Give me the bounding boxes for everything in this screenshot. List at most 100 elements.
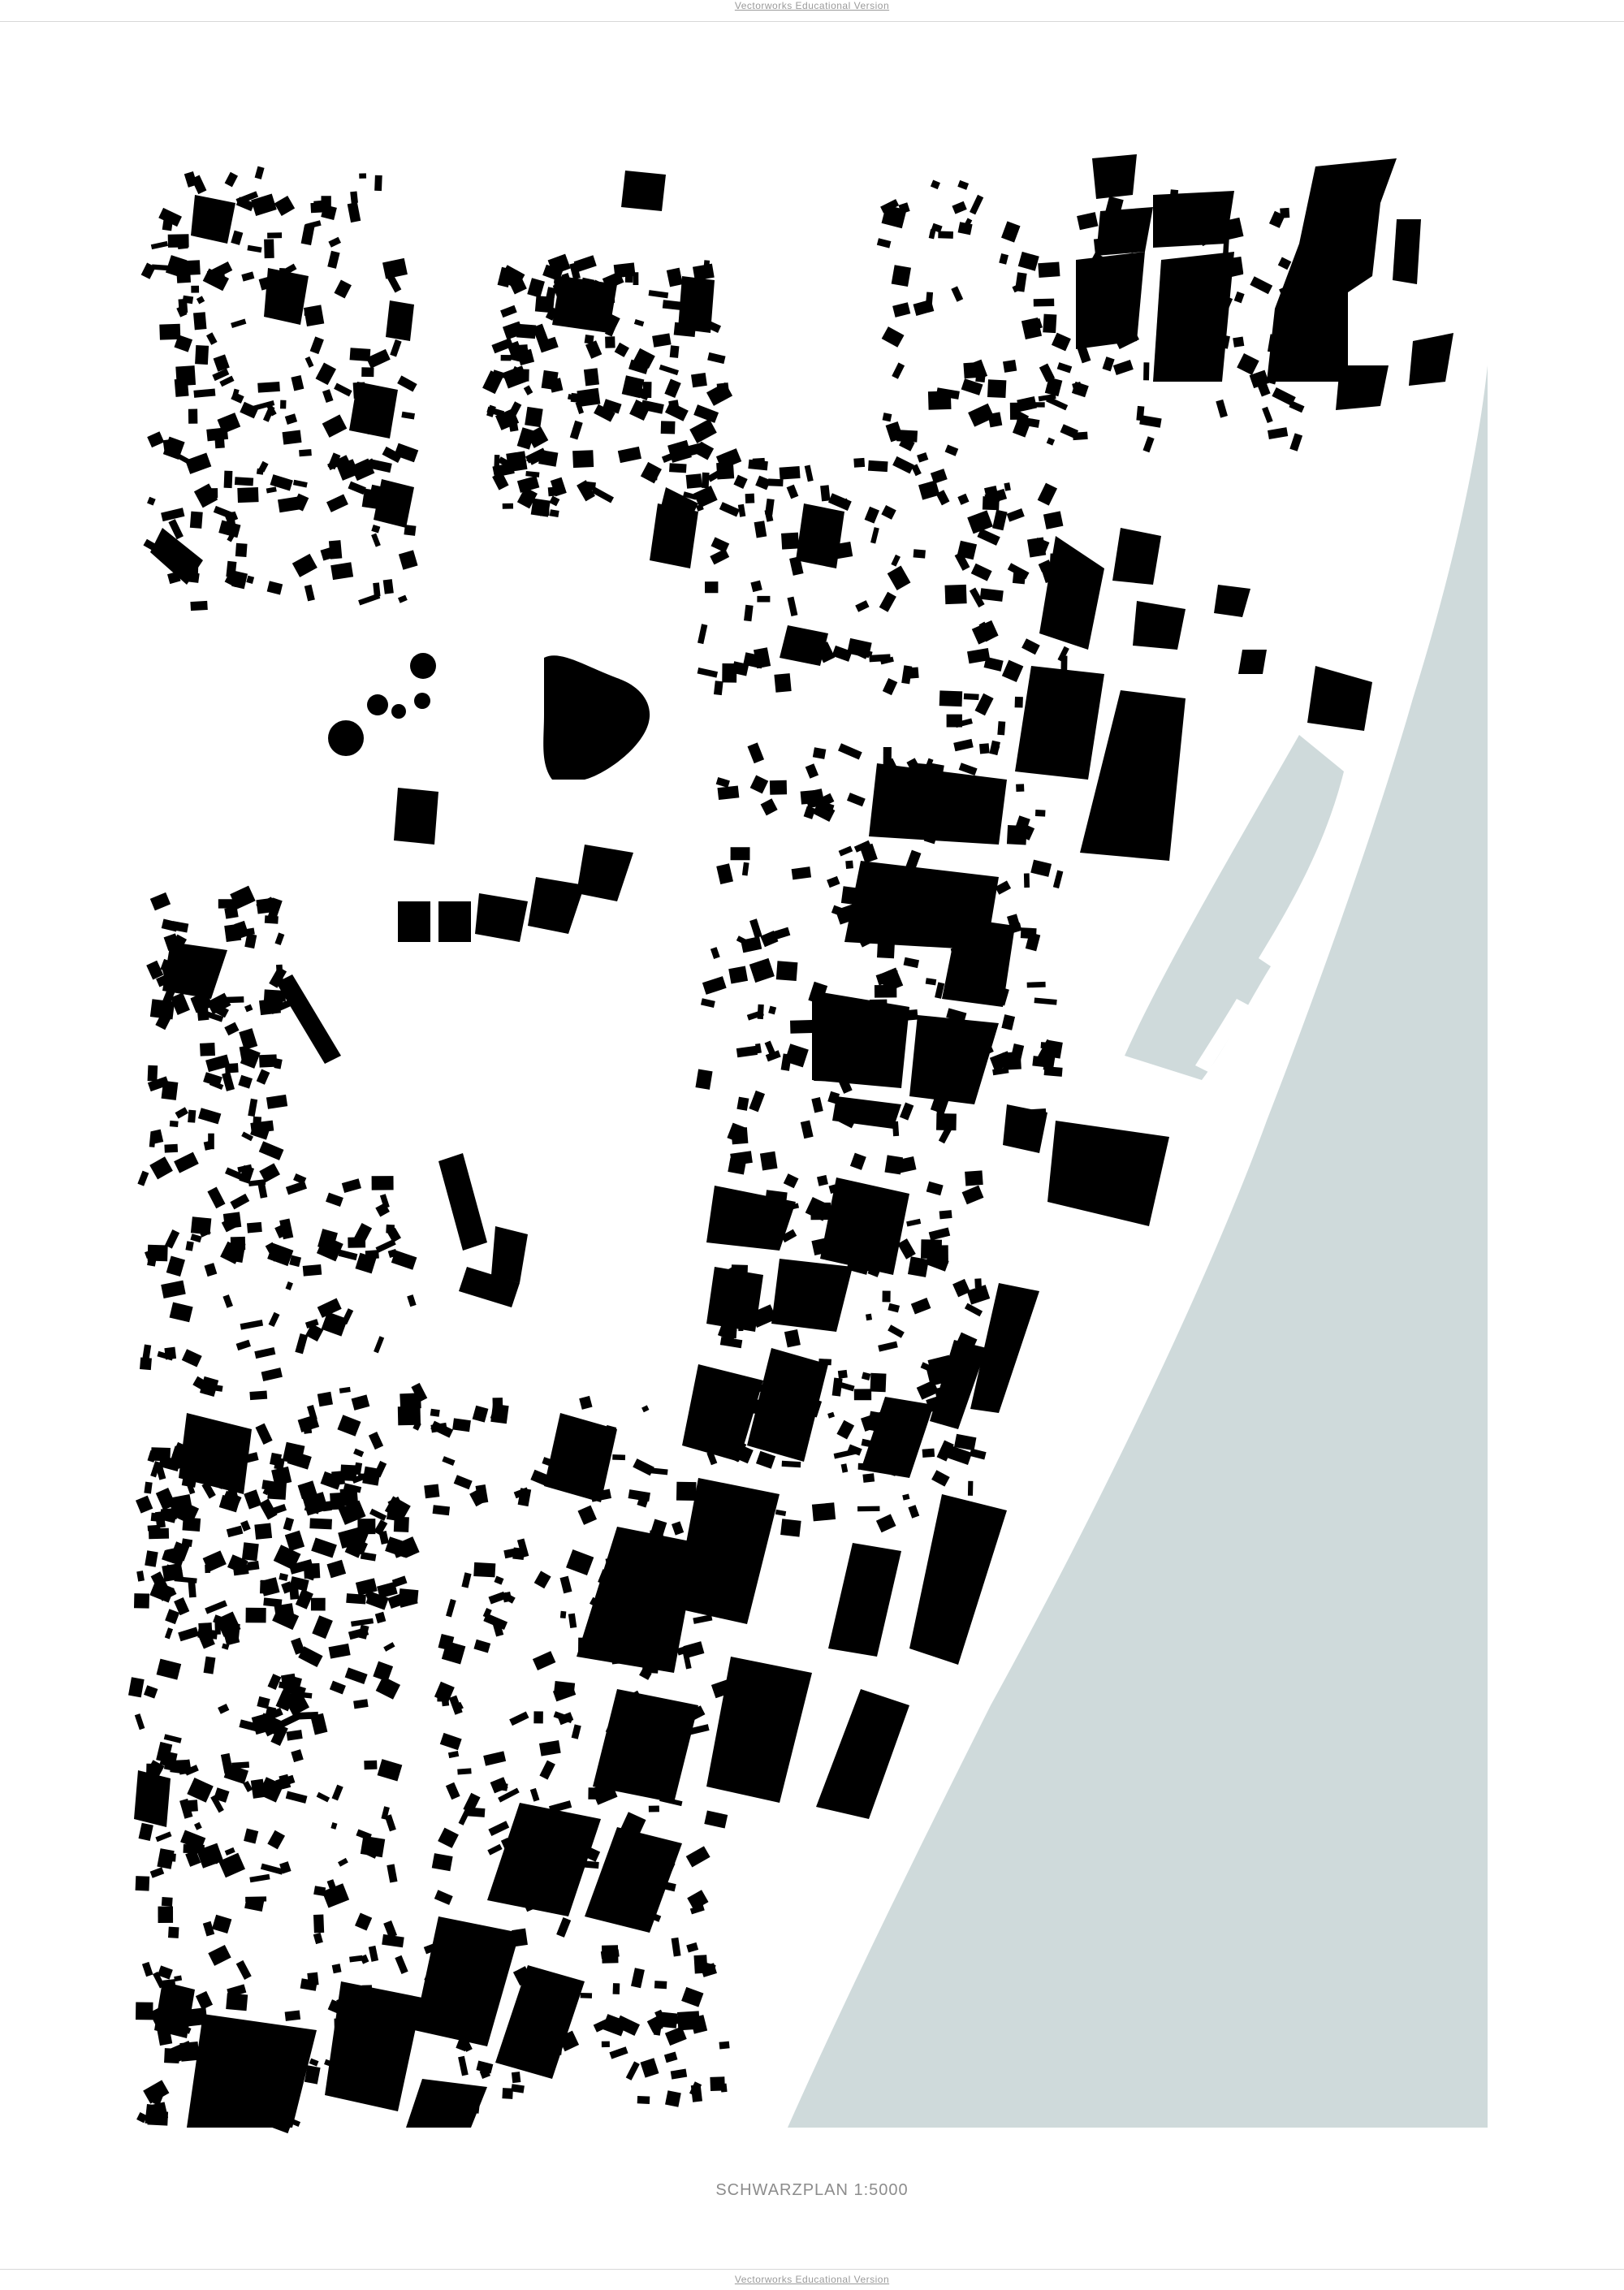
- building-footprint-small: [992, 509, 1008, 531]
- building-footprint-small: [488, 1821, 510, 1836]
- building-footprint-small: [247, 1561, 260, 1571]
- building-footprint-small: [689, 418, 717, 443]
- building-footprint-small: [374, 1336, 385, 1354]
- building-footprint-small: [990, 744, 1000, 755]
- building-footprint-small: [189, 511, 203, 529]
- building-footprint-small: [926, 1364, 948, 1386]
- building-footprint-small: [350, 191, 358, 204]
- building-footprint-small: [892, 1121, 900, 1137]
- building-footprint-small: [1044, 377, 1063, 397]
- building-footprint-small: [937, 1086, 955, 1098]
- building-footprint-small: [814, 1071, 831, 1082]
- building-footprint-small: [1154, 198, 1170, 212]
- building-footprint-small: [270, 1503, 287, 1515]
- building-footprint-small: [304, 309, 313, 316]
- building-footprint-small: [928, 229, 936, 240]
- building-footprint-small: [755, 1450, 776, 1469]
- building-footprint-small: [374, 1460, 387, 1478]
- building-footprint-small: [738, 1322, 744, 1332]
- building-footprint-small: [391, 1541, 403, 1558]
- building-footprint-small: [838, 743, 862, 760]
- building-footprint-small: [784, 1365, 808, 1383]
- building-footprint-small: [162, 985, 177, 1007]
- building-footprint-small: [430, 1420, 454, 1438]
- building-footprint-small: [661, 450, 681, 464]
- building-footprint-small: [226, 1481, 240, 1502]
- building-footprint-small: [920, 786, 938, 802]
- building-footprint-small: [349, 1955, 363, 1963]
- building-footprint-small: [974, 1278, 982, 1288]
- building-footprint-small: [849, 1152, 866, 1170]
- building-footprint-small: [590, 303, 610, 319]
- building-footprint-small: [952, 1349, 975, 1370]
- building-footprint-small: [258, 1141, 284, 1160]
- building-footprint-small: [992, 1067, 1009, 1076]
- building-footprint-small: [706, 1450, 718, 1466]
- building-footprint-small: [875, 1514, 896, 1533]
- building-footprint-small: [819, 802, 835, 816]
- building-footprint-small: [285, 1181, 308, 1195]
- building-footprint-small: [710, 947, 720, 959]
- building-footprint-small: [327, 455, 349, 471]
- building-footprint-small: [876, 871, 885, 879]
- building-footprint-small: [528, 450, 549, 465]
- building-footprint-small: [1013, 815, 1030, 836]
- building-footprint-small: [749, 775, 769, 794]
- building-footprint-small: [300, 225, 315, 246]
- building-footprint-small: [585, 340, 603, 359]
- building-footprint-small: [500, 1873, 524, 1884]
- building-footprint-small: [424, 1484, 440, 1499]
- building-footprint-small: [373, 582, 381, 597]
- building-footprint-small: [700, 998, 715, 1008]
- building-footprint-small: [1086, 253, 1112, 278]
- building-footprint-small: [1180, 340, 1203, 364]
- building-footprint-small: [387, 1496, 407, 1519]
- building-footprint-small: [676, 2011, 701, 2031]
- building-footprint-small: [779, 466, 801, 480]
- watermark-top: Vectorworks Educational Version: [734, 0, 890, 11]
- building-footprint-small: [1104, 196, 1124, 218]
- building-footprint-small: [1233, 336, 1245, 348]
- building-footprint-small: [155, 1488, 176, 1510]
- building-footprint-small: [171, 946, 185, 959]
- building-footprint-small: [907, 667, 919, 679]
- building-footprint-small: [250, 1126, 270, 1140]
- building-footprint-small: [819, 1282, 836, 1300]
- building-footprint-small: [930, 179, 940, 190]
- building-footprint-small: [181, 1538, 193, 1548]
- building-footprint-small: [584, 1860, 599, 1869]
- building-footprint-small: [338, 1857, 348, 1867]
- building-footprint-small: [774, 1290, 791, 1307]
- building-footprint-small: [892, 362, 905, 379]
- building-footprint-small: [1177, 354, 1186, 374]
- building-footprint-small: [1199, 233, 1213, 247]
- building-footprint-small: [224, 574, 240, 587]
- building-footprint-small: [209, 214, 228, 223]
- building-footprint-small: [719, 2041, 730, 2050]
- building-footprint-small: [147, 1065, 158, 1082]
- building-footprint-small: [568, 1613, 577, 1629]
- building-footprint-small: [304, 356, 314, 368]
- building-footprint-small: [322, 414, 348, 438]
- building-footprint-small: [1049, 553, 1072, 569]
- building-footprint-small: [746, 1009, 764, 1021]
- building-footprint-small: [537, 2005, 550, 2023]
- building-footprint-small: [878, 1341, 898, 1352]
- building-footprint-small: [227, 2107, 242, 2116]
- building-footprint-small: [1250, 276, 1273, 295]
- building-footprint-small: [987, 984, 1009, 1006]
- building-footprint-small: [241, 271, 255, 282]
- building-footprint-small: [571, 1461, 590, 1471]
- building-footprint-small: [304, 220, 322, 230]
- building-footprint-small: [596, 1427, 608, 1434]
- building-footprint-small: [158, 1906, 174, 1923]
- building-footprint-small: [137, 1170, 149, 1186]
- building-footprint-small: [309, 336, 324, 355]
- building-footprint-small: [516, 475, 540, 493]
- building-footprint-small: [838, 1077, 853, 1094]
- building-footprint-small: [179, 1798, 193, 1819]
- building-footprint-small: [461, 1572, 472, 1588]
- building-footprint-small: [224, 1445, 234, 1453]
- building-footprint-small: [786, 484, 799, 499]
- building-footprint-small: [404, 525, 417, 536]
